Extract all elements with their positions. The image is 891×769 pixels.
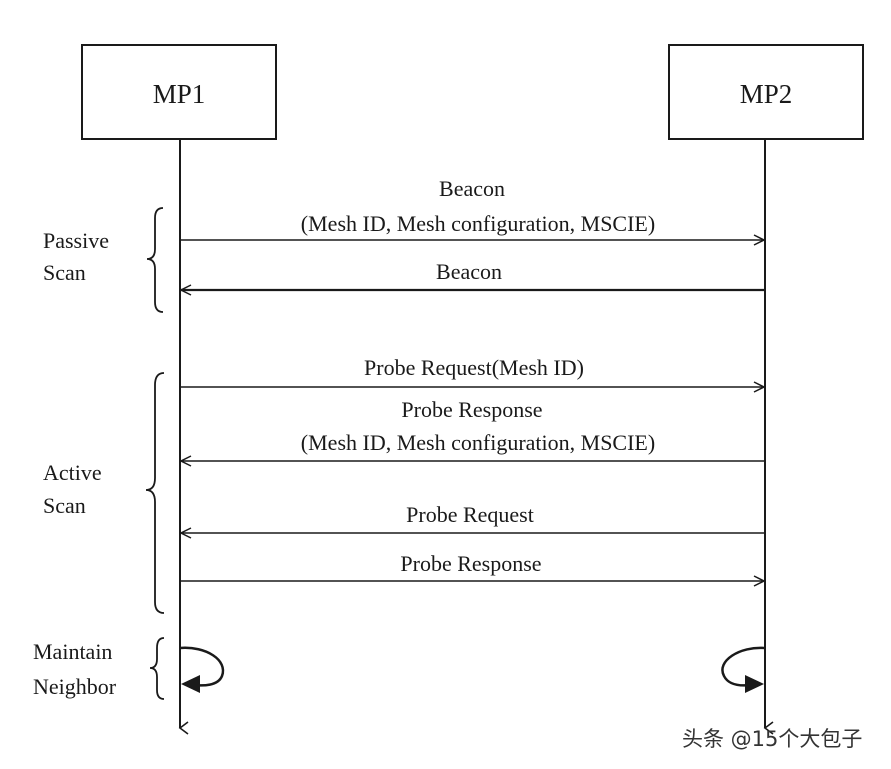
- message-label: (Mesh ID, Mesh configuration, MSCIE): [301, 430, 655, 455]
- message-label: Probe Request(Mesh ID): [364, 355, 584, 380]
- message-label: Probe Response: [400, 551, 541, 576]
- message-label: Beacon: [439, 176, 505, 201]
- loop-arrowhead: [181, 675, 200, 693]
- participant-mp1: MP1: [81, 44, 277, 140]
- participant-mp2-label: MP2: [740, 79, 793, 109]
- message-probe-request-meshid: Probe Request(Mesh ID): [180, 355, 764, 387]
- phase-label: Scan: [43, 493, 86, 518]
- phase-label: Maintain: [33, 639, 112, 664]
- message-label: Probe Request: [406, 502, 534, 527]
- message-beacon: Beacon: [181, 259, 765, 290]
- phase-active-scan: Active Scan: [43, 372, 165, 614]
- message-label: Probe Response: [401, 397, 542, 422]
- phase-maintain-neighbor: Maintain Neighbor: [33, 637, 165, 700]
- phase-label: Active: [43, 460, 102, 485]
- self-loop-mp1: [179, 646, 225, 693]
- phase-label: Scan: [43, 260, 86, 285]
- message-probe-response-params: Probe Response (Mesh ID, Mesh configurat…: [181, 397, 765, 461]
- participant-mp2: MP2: [668, 44, 864, 140]
- self-loop-mp2: [721, 646, 766, 693]
- phase-brace: [145, 372, 165, 614]
- phase-label: Passive: [43, 228, 109, 253]
- phase-label: Neighbor: [33, 674, 117, 699]
- participant-mp1-label: MP1: [153, 79, 206, 109]
- message-probe-request: Probe Request: [181, 502, 765, 533]
- watermark: 头条 @15个大包子: [682, 727, 862, 751]
- phase-passive-scan: Passive Scan: [43, 207, 164, 313]
- message-label: Beacon: [436, 259, 502, 284]
- message-label: (Mesh ID, Mesh configuration, MSCIE): [301, 211, 655, 236]
- phase-brace: [146, 207, 164, 313]
- phase-brace: [149, 637, 165, 700]
- message-probe-response: Probe Response: [180, 551, 764, 581]
- loop-arrowhead: [745, 675, 764, 693]
- message-beacon-params: Beacon (Mesh ID, Mesh configuration, MSC…: [180, 176, 764, 240]
